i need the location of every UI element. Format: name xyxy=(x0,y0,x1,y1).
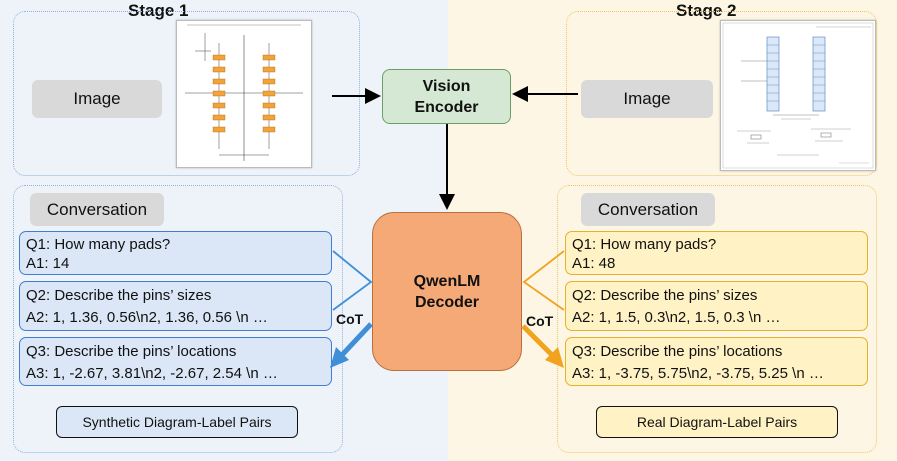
stage2-q3: Q3: Describe the pins’ locations xyxy=(572,343,783,360)
stage2-cot-arrowhead xyxy=(545,347,564,368)
stage2-pairs-label: Real Diagram-Label Pairs xyxy=(596,406,838,438)
stage1-q3: Q3: Describe the pins’ locations xyxy=(26,343,237,360)
stage1-title: Stage 1 xyxy=(128,1,189,20)
stage1-q1: Q1: How many pads? xyxy=(26,236,171,253)
real-datasheet-drawing xyxy=(722,22,874,169)
stage2-a1: A1: 48 xyxy=(572,255,616,272)
stage2-diagram-thumbnail xyxy=(720,20,876,171)
stage1-pairs-label: Synthetic Diagram-Label Pairs xyxy=(56,406,298,438)
vision-encoder-line2: Encoder xyxy=(414,98,479,116)
stage1-conversation-group xyxy=(13,185,343,453)
stage2-qa-pads: Q1: How many pads? A1: 48 xyxy=(565,231,868,275)
stage2-a3: A3: 1, -3.75, 5.75\n2, -3.75, 5.25 \n … xyxy=(572,365,824,382)
vision-encoder-line1: Vision xyxy=(422,77,471,95)
stage2-image-label: Image xyxy=(581,80,713,118)
stage1-qa-sizes: Q2: Describe the pins’ sizes A2: 1, 1.36… xyxy=(19,281,332,331)
stage1-cot-label: CoT xyxy=(336,311,364,327)
stage2-qa-locations: Q3: Describe the pins’ locations A3: 1, … xyxy=(565,337,868,386)
stage1-cot-arrowhead xyxy=(330,347,349,368)
decoder-line2: Decoder xyxy=(414,293,480,311)
stage2-cot-connector xyxy=(522,250,565,311)
stage2-cot-label: CoT xyxy=(526,313,554,329)
stage2-conversation-label: Conversation xyxy=(581,193,715,226)
stage1-image-label: Image xyxy=(32,80,162,118)
stage1-image-group xyxy=(13,11,360,176)
stage2-conversation-group xyxy=(557,185,877,453)
stage2-qa-sizes: Q2: Describe the pins’ sizes A2: 1, 1.5,… xyxy=(565,281,868,331)
stage1-qa-locations: Q3: Describe the pins’ locations A3: 1, … xyxy=(19,337,332,386)
stage1-a1: A1: 14 xyxy=(26,255,70,272)
stage1-cot-connector xyxy=(332,250,373,311)
stage1-a3: A3: 1, -2.67, 3.81\n2, -2.67, 2.54 \n … xyxy=(26,365,278,382)
qwenlm-decoder-node: QwenLM Decoder xyxy=(372,212,522,371)
stage2-q2: Q2: Describe the pins’ sizes xyxy=(572,287,758,304)
stage1-qa-pads: Q1: How many pads? A1: 14 xyxy=(19,231,332,275)
stage2-cot-arrow-shaft xyxy=(521,324,554,357)
stage1-conversation-label: Conversation xyxy=(30,193,164,226)
stage1-a2: A2: 1, 1.36, 0.56\n2, 1.36, 0.56 \n … xyxy=(26,309,268,326)
stage1-q2: Q2: Describe the pins’ sizes xyxy=(26,287,212,304)
stage1-diagram-thumbnail xyxy=(176,20,312,168)
stage2-a2: A2: 1, 1.5, 0.3\n2, 1.5, 0.3 \n … xyxy=(572,309,781,326)
decoder-line1: QwenLM xyxy=(413,272,481,290)
stage2-title: Stage 2 xyxy=(676,1,737,20)
stage2-q1: Q1: How many pads? xyxy=(572,236,717,253)
synthetic-footprint-drawing xyxy=(185,24,303,161)
vision-encoder-node: Vision Encoder xyxy=(382,69,511,124)
stage1-cot-arrow-shaft xyxy=(340,322,373,357)
